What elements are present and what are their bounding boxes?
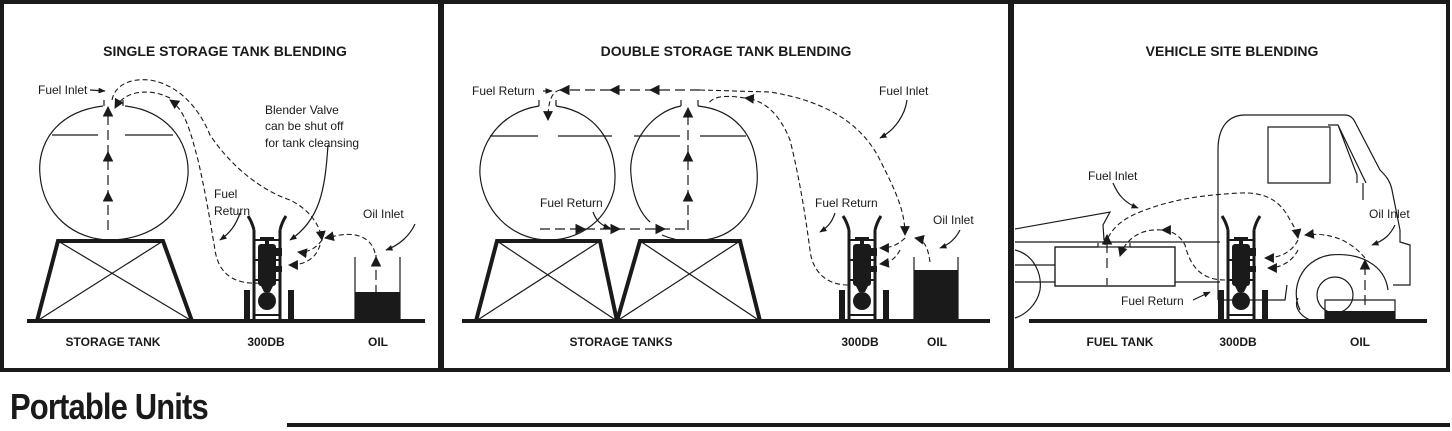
label-blender-valve-2: can be shut off bbox=[265, 119, 344, 133]
label-fuel-return-top: Fuel Return bbox=[472, 84, 535, 98]
tank-stand-left bbox=[474, 239, 619, 322]
label-oil-inlet: Oil Inlet bbox=[1369, 207, 1410, 221]
tank-stand-right bbox=[615, 239, 762, 322]
label-fuel-inlet: Fuel Inlet bbox=[879, 84, 929, 98]
label-fuel-return-1: Fuel bbox=[214, 187, 237, 201]
label-oil-inlet: Oil Inlet bbox=[933, 213, 974, 227]
storage-tank-right bbox=[630, 100, 758, 242]
storage-tank-left bbox=[479, 100, 616, 241]
oil-container bbox=[913, 257, 959, 321]
panel-title: DOUBLE STORAGE TANK BLENDING bbox=[601, 43, 852, 59]
blending-diagram: SINGLE STORAGE TANK BLENDING bbox=[0, 0, 1450, 372]
blender-cart-300db bbox=[837, 214, 891, 322]
panel-vehicle-border bbox=[1010, 0, 1450, 372]
label-fuel-return-right: Fuel Return bbox=[815, 196, 878, 210]
tank-stand bbox=[35, 239, 194, 322]
caption-fuel-tank: FUEL TANK bbox=[1087, 335, 1154, 349]
label-blender-valve-3: for tank cleansing bbox=[265, 136, 359, 150]
blender-cart-300db bbox=[242, 214, 296, 322]
oil-pan bbox=[1324, 299, 1396, 321]
flow-arrows bbox=[540, 84, 961, 286]
label-fuel-return: Fuel Return bbox=[1121, 294, 1184, 308]
section-rule bbox=[287, 423, 1450, 427]
panel-vehicle-site: VEHICLE SITE BLENDING bbox=[1014, 43, 1427, 349]
caption-oil: OIL bbox=[368, 335, 388, 349]
caption-300db: 300DB bbox=[841, 335, 879, 349]
label-fuel-inlet: Fuel Inlet bbox=[38, 83, 88, 97]
caption-oil: OIL bbox=[927, 335, 947, 349]
flow-arrows bbox=[1101, 182, 1396, 305]
blender-cart-300db bbox=[1216, 214, 1270, 322]
oil-container bbox=[354, 257, 401, 321]
label-fuel-return-2: Return bbox=[214, 204, 250, 218]
caption-storage-tank: STORAGE TANK bbox=[66, 335, 161, 349]
caption-300db: 300DB bbox=[247, 335, 285, 349]
label-oil-inlet: Oil Inlet bbox=[363, 207, 404, 221]
panel-single-storage: SINGLE STORAGE TANK BLENDING bbox=[27, 43, 425, 349]
storage-tank bbox=[39, 100, 189, 241]
flow-arrows bbox=[89, 79, 416, 300]
label-fuel-return-mid: Fuel Return bbox=[540, 196, 603, 210]
label-fuel-inlet: Fuel Inlet bbox=[1088, 169, 1138, 183]
caption-storage-tanks: STORAGE TANKS bbox=[570, 335, 673, 349]
panel-title: VEHICLE SITE BLENDING bbox=[1146, 43, 1319, 59]
truck bbox=[1014, 114, 1411, 321]
section-title: Portable Units bbox=[10, 386, 209, 427]
label-blender-valve-1: Blender Valve bbox=[265, 103, 339, 117]
panel-double-storage: DOUBLE STORAGE TANK BLENDING bbox=[462, 43, 990, 349]
caption-300db: 300DB bbox=[1219, 335, 1257, 349]
panel-title: SINGLE STORAGE TANK BLENDING bbox=[103, 43, 347, 59]
caption-oil: OIL bbox=[1350, 335, 1370, 349]
